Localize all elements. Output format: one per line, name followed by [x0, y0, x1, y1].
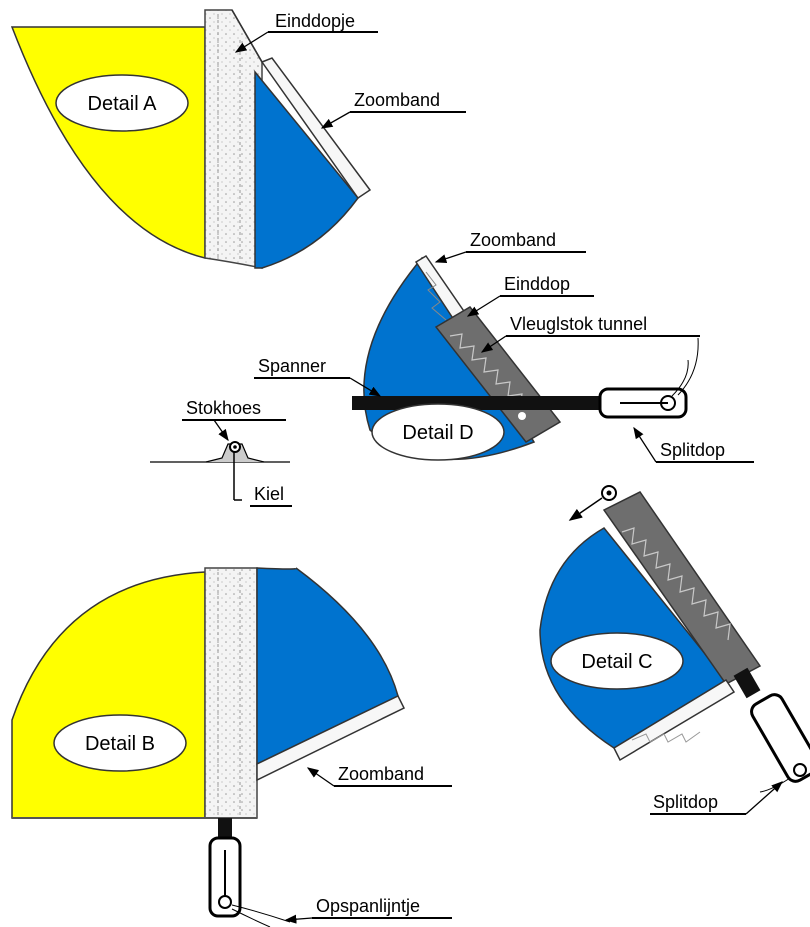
hem-tape-b: [256, 695, 406, 782]
end-cap-c: [602, 491, 762, 685]
label-splitdop-d: Splitdop: [660, 440, 725, 460]
label-opspanlijntje: Opspanlijntje: [316, 896, 420, 916]
blue-sail-panel: [254, 69, 359, 269]
yellow-sail-panel: [10, 26, 206, 259]
detail-c-badge: [550, 632, 684, 690]
blue-sail-panel-b: [256, 567, 399, 766]
hem-tape-c: [613, 678, 736, 762]
detail-a-title: Detail A: [88, 93, 158, 115]
detail-b-title: Detail B: [85, 733, 155, 755]
label-zoomband-a: Zoomband: [354, 90, 440, 110]
reinforcement-b: [204, 567, 258, 819]
detail-c: Detail C Splitdop: [539, 485, 810, 815]
label-kiel: Kiel: [254, 484, 284, 504]
detail-d-title: Detail D: [402, 422, 473, 444]
label-splitdop-c: Splitdop: [653, 792, 718, 812]
end-cap-reinforcement: [204, 9, 263, 269]
label-einddopje: Einddopje: [275, 11, 355, 31]
label-spanner: Spanner: [258, 356, 326, 376]
detail-d: Detail D Zoomband Einddop Vleuglstok tun…: [254, 230, 754, 463]
keel-detail: Stokhoes Kiel: [150, 398, 292, 507]
detail-d-badge: [371, 403, 505, 461]
yellow-sail-panel-b: [11, 571, 206, 819]
label-einddop-d: Einddop: [504, 274, 570, 294]
label-stokhoes: Stokhoes: [186, 398, 261, 418]
split-cap-c: [750, 693, 810, 783]
label-vleugelstok-tunnel: Vleuglstok tunnel: [510, 314, 647, 334]
spreader-rod: [352, 396, 604, 410]
hem-tape: [260, 57, 372, 200]
detail-b: Detail B Zoomband Opspanlijntje: [11, 567, 452, 927]
label-zoomband-d: Zoomband: [470, 230, 556, 250]
label-zoomband-b: Zoomband: [338, 764, 424, 784]
detail-b-badge: [53, 714, 187, 772]
detail-a-badge: [55, 74, 189, 132]
detail-a: Detail A Einddopje Zoomband: [10, 9, 466, 269]
detail-c-title: Detail C: [581, 651, 652, 673]
